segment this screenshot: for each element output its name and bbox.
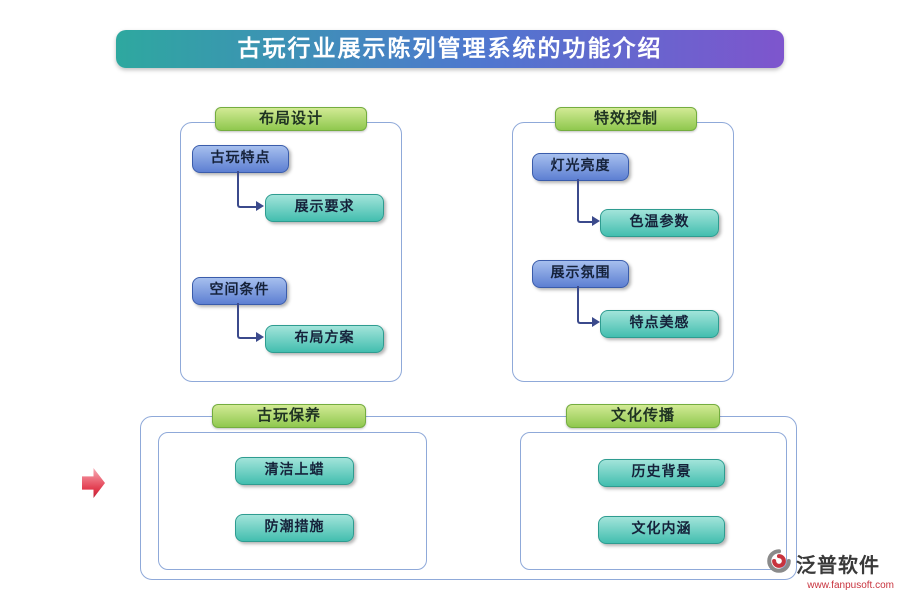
fanpu-logo-url: www.fanpusoft.com <box>807 580 894 591</box>
tab-effects-control: 特效控制 <box>555 107 697 131</box>
flow-connector <box>237 171 259 208</box>
node-cleaning-waxing: 清洁上蜡 <box>235 457 354 485</box>
flow-connector <box>577 179 595 223</box>
fanpu-logo-icon <box>766 548 792 579</box>
node-moisture-protection: 防潮措施 <box>235 514 354 542</box>
page-title: 古玩行业展示陈列管理系统的功能介绍 <box>116 30 784 68</box>
node-light-brightness: 灯光亮度 <box>532 153 629 181</box>
node-color-temperature: 色温参数 <box>600 209 719 237</box>
tab-layout-design: 布局设计 <box>215 107 367 131</box>
panel-culture-spread <box>520 432 787 570</box>
flow-arrowhead-icon <box>592 317 600 327</box>
flow-connector <box>577 286 595 324</box>
tab-antique-maintenance: 古玩保养 <box>212 404 366 428</box>
node-display-requirements: 展示要求 <box>265 194 384 222</box>
flow-arrowhead-icon <box>256 332 264 342</box>
node-aesthetic-traits: 特点美感 <box>600 310 719 338</box>
panel-antique-maintenance <box>158 432 427 570</box>
tab-culture-spread: 文化传播 <box>566 404 720 428</box>
node-layout-plan: 布局方案 <box>265 325 384 353</box>
flow-connector <box>237 303 259 339</box>
flow-arrowhead-icon <box>592 216 600 226</box>
node-space-conditions: 空间条件 <box>192 277 287 305</box>
red-arrow-icon <box>82 468 105 498</box>
node-cultural-connotation: 文化内涵 <box>598 516 725 544</box>
node-antique-traits: 古玩特点 <box>192 145 289 173</box>
node-display-atmosphere: 展示氛围 <box>532 260 629 288</box>
flow-arrowhead-icon <box>256 201 264 211</box>
fanpu-logo-text: 泛普软件 <box>796 555 880 577</box>
fanpu-logo: 泛普软件 www.fanpusoft.com <box>766 548 894 591</box>
node-historical-background: 历史背景 <box>598 459 725 487</box>
